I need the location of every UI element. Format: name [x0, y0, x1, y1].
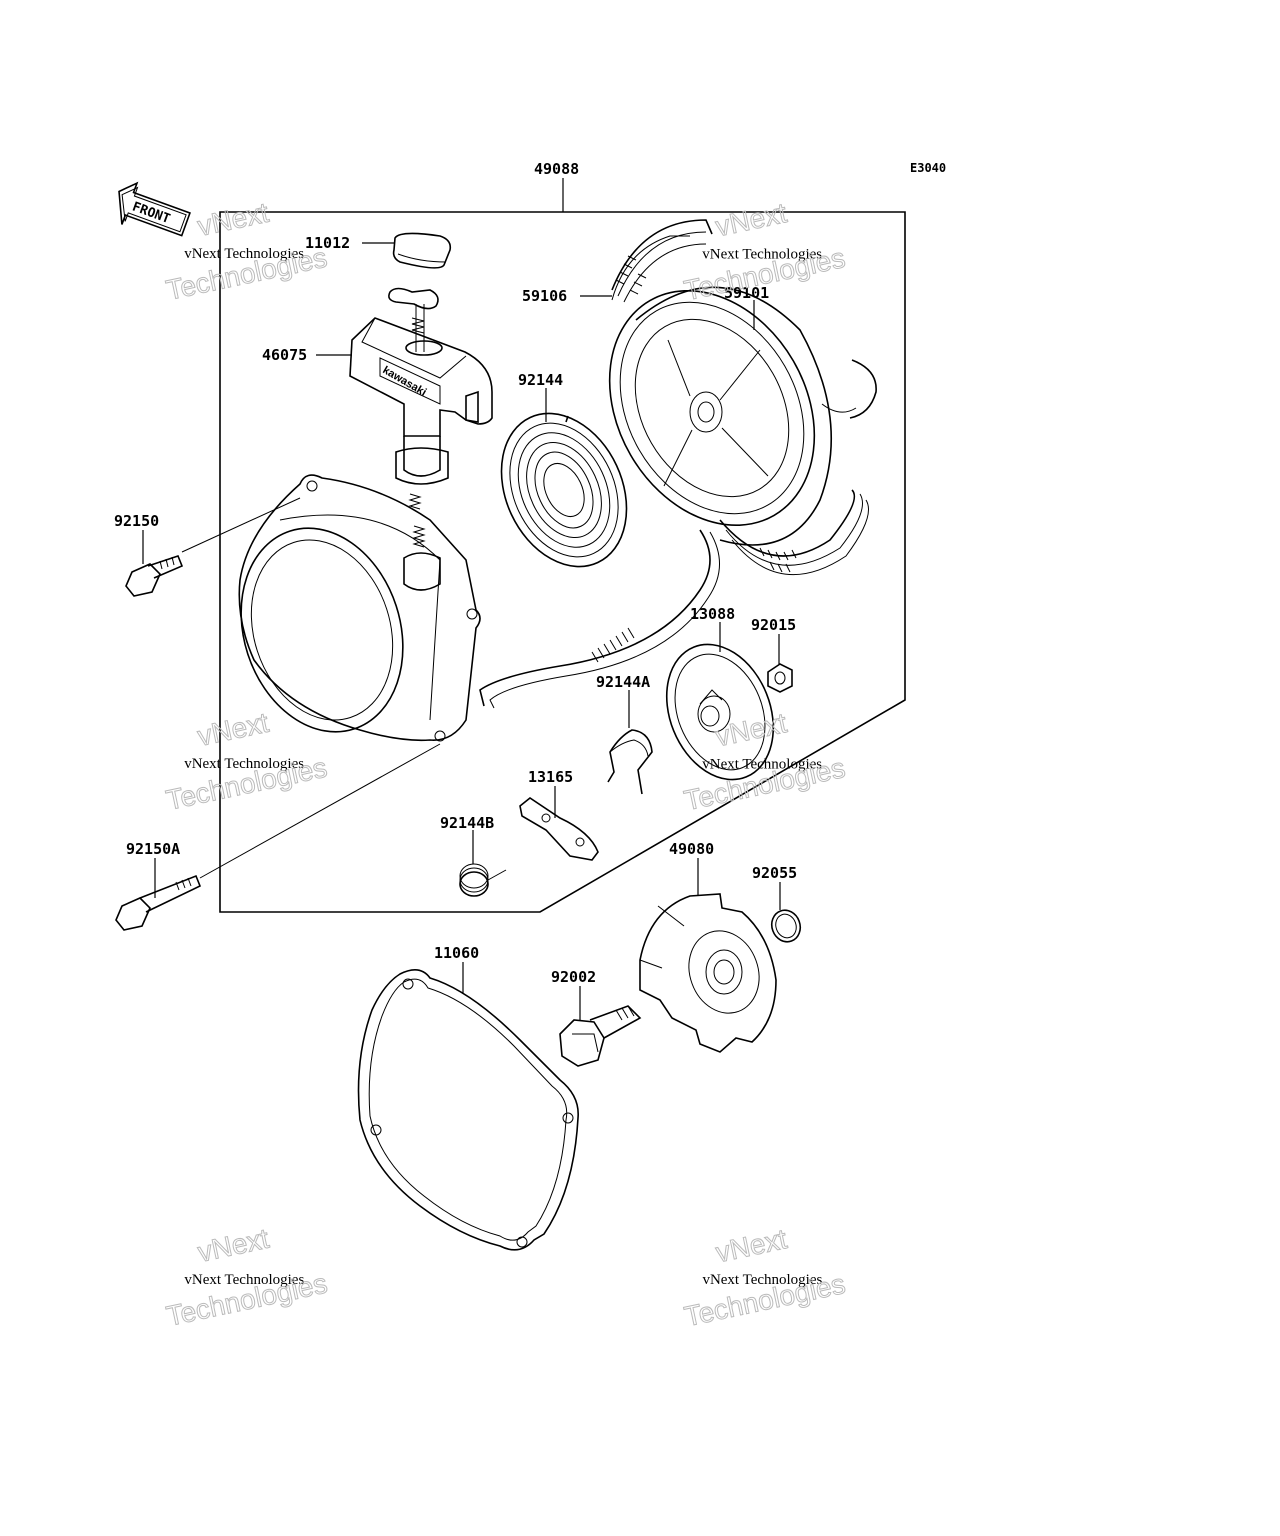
bolt-92150: [125, 555, 184, 597]
label-92150A: 92150A: [126, 840, 180, 858]
svg-text:vNext Technologies: vNext Technologies: [702, 1272, 822, 1288]
rope-59106: [611, 219, 877, 576]
assembly-outline: [219, 211, 906, 913]
starter-housing: [238, 474, 481, 742]
label-13088: 13088: [690, 605, 735, 623]
label-92002: 92002: [551, 968, 596, 986]
label-92144A: 92144A: [596, 673, 650, 691]
handle-46075: kawasaki: [349, 287, 493, 548]
svg-text:vNext Technologies: vNext Technologies: [702, 756, 822, 772]
svg-text:vNext Technologies: vNext Technologies: [184, 756, 304, 772]
label-59106: 59106: [522, 287, 567, 305]
bolt-92002: [559, 1005, 642, 1067]
diagram-code: E3040: [910, 161, 946, 175]
spring-92144: [500, 412, 628, 568]
clip-92144A: [607, 729, 653, 795]
label-11012: 11012: [305, 234, 350, 252]
bolt-92150A-axis: [199, 743, 441, 879]
watermark-mid-right: vNext vNext Technologies Technologies: [681, 707, 848, 817]
bolt-92150A: [115, 874, 202, 931]
front-arrow-icon: FRONT: [118, 181, 191, 237]
label-92015: 92015: [751, 616, 796, 634]
watermark-top-left: vNext vNext Technologies Technologies: [163, 196, 330, 306]
watermark-mid-left: vNext vNext Technologies Technologies: [163, 706, 330, 816]
label-92055: 92055: [752, 864, 797, 882]
reel-59101: [608, 286, 833, 546]
label-11060: 11060: [434, 944, 479, 962]
nut-92015: [767, 663, 793, 693]
rope-strand: [479, 529, 720, 709]
watermark-bottom-left: vNext vNext Technologies Technologies: [163, 1222, 330, 1332]
svg-text:vNext Technologies: vNext Technologies: [184, 246, 304, 262]
svg-text:vNext Technologies: vNext Technologies: [702, 246, 822, 262]
label-92144B: 92144B: [440, 814, 494, 832]
watermark-top-right: vNext vNext Technologies Technologies: [681, 197, 848, 307]
svg-text:vNext: vNext: [713, 197, 790, 242]
pulley-49080: [639, 893, 777, 1053]
svg-text:vNext: vNext: [195, 1223, 272, 1268]
svg-text:vNext: vNext: [195, 707, 272, 752]
bolt-92150-axis: [181, 497, 301, 553]
svg-text:vNext: vNext: [195, 197, 272, 242]
label-59101: 59101: [724, 284, 769, 302]
gasket-11060: [357, 969, 579, 1251]
label-49088: 49088: [534, 160, 579, 178]
label-92144: 92144: [518, 371, 563, 389]
ratchet-13088: [665, 643, 775, 781]
svg-text:vNext: vNext: [713, 707, 790, 752]
label-92150: 92150: [114, 512, 159, 530]
oring-92055: [770, 909, 802, 943]
cap-11012: [392, 232, 452, 269]
watermark-bottom-right: vNext vNext Technologies Technologies: [681, 1223, 848, 1333]
pawl-13165: [519, 797, 599, 861]
svg-text:vNext Technologies: vNext Technologies: [184, 1272, 304, 1288]
svg-text:vNext: vNext: [713, 1223, 790, 1268]
label-49080: 49080: [669, 840, 714, 858]
label-46075: 46075: [262, 346, 307, 364]
spring-92144B: [459, 863, 507, 897]
label-13165: 13165: [528, 768, 573, 786]
